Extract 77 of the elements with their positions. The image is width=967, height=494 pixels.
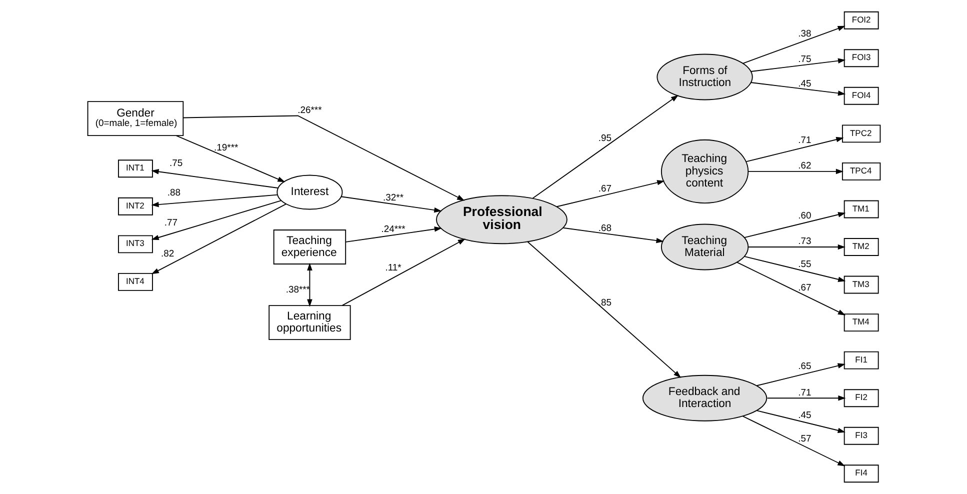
node-ellipse: Teaching Material [660,224,748,270]
node-box: FI4 [843,464,878,483]
edge-label: .24*** [380,224,405,235]
node-box: Teaching experience [272,230,346,264]
node-box: FI2 [843,389,878,408]
edge-label: .60 [798,210,811,222]
edge-label: .55 [798,258,811,270]
edge-label: .65 [798,360,811,372]
edge-label: .73 [798,236,811,248]
edge-label: .38*** [285,284,310,296]
edge-label: .88 [166,187,180,198]
arrow [756,410,845,433]
edge-label: .57 [798,434,811,445]
arrow [526,241,681,378]
arrow [150,194,278,208]
arrow [532,94,678,199]
edge-label: .62 [798,160,811,172]
arrow [743,212,846,238]
arrow [342,238,466,306]
node-box: TM2 [843,238,878,256]
arrow [756,363,845,386]
arrow [743,256,846,282]
node-box: INT2 [118,197,152,216]
edge-label: .71 [798,135,811,146]
edge-label: .38 [798,28,811,40]
edge-label: .67 [598,183,611,194]
node-box: FOI2 [843,11,878,30]
node-box: INT3 [118,235,152,254]
arrow [562,227,664,244]
edge-label: .67 [798,282,811,294]
arrow [747,168,843,174]
edge-label: .75 [798,54,811,65]
edge-label: .11* [384,262,401,274]
arrow [736,262,846,316]
arrow [766,395,846,401]
arrow [306,262,312,307]
node-box: FI3 [843,426,878,445]
edge-label: .82 [160,248,174,260]
arrow [175,135,285,182]
node-box: INT1 [118,160,152,178]
arrow [747,244,845,250]
node-ellipse: Teaching physics content [660,139,748,204]
arrow [750,82,846,96]
edge-label: .45 [798,78,811,90]
node-box: TM1 [843,200,878,218]
arrow [340,196,442,213]
node-ellipse: Feedback and Interaction [642,374,767,422]
edge-label: .95 [598,133,611,144]
arrow [556,180,664,208]
arrow [750,58,846,72]
arrow [150,200,282,240]
edge-label: .32** [382,192,404,204]
arrow [345,226,442,242]
edge-label: .68 [598,222,611,234]
node-box: TM4 [843,314,878,332]
edge-label: .77 [164,217,178,228]
node-box: TM3 [843,276,878,294]
node-box: Learning opportunities [268,305,350,340]
node-box: TPC2 [841,124,880,143]
edge-label: .19*** [214,142,238,154]
edge-label: .26*** [297,104,322,116]
node-box: FI1 [843,351,878,370]
arrow [742,416,845,466]
arrow [742,26,845,64]
arrow [182,115,464,201]
edge-label: .85 [598,298,611,309]
arrow [150,169,278,188]
node-box: FOI4 [843,86,878,105]
node-box: TPC4 [841,162,880,180]
arrow [745,136,844,162]
arrow [150,204,286,274]
edge-label: .75 [169,158,182,169]
edge-label: .71 [798,387,811,398]
node-box: Gender (0=male, 1=female) [86,101,184,136]
node-box: FOI3 [843,49,878,68]
node-box: INT4 [118,272,152,291]
edge-label: .45 [798,410,811,421]
